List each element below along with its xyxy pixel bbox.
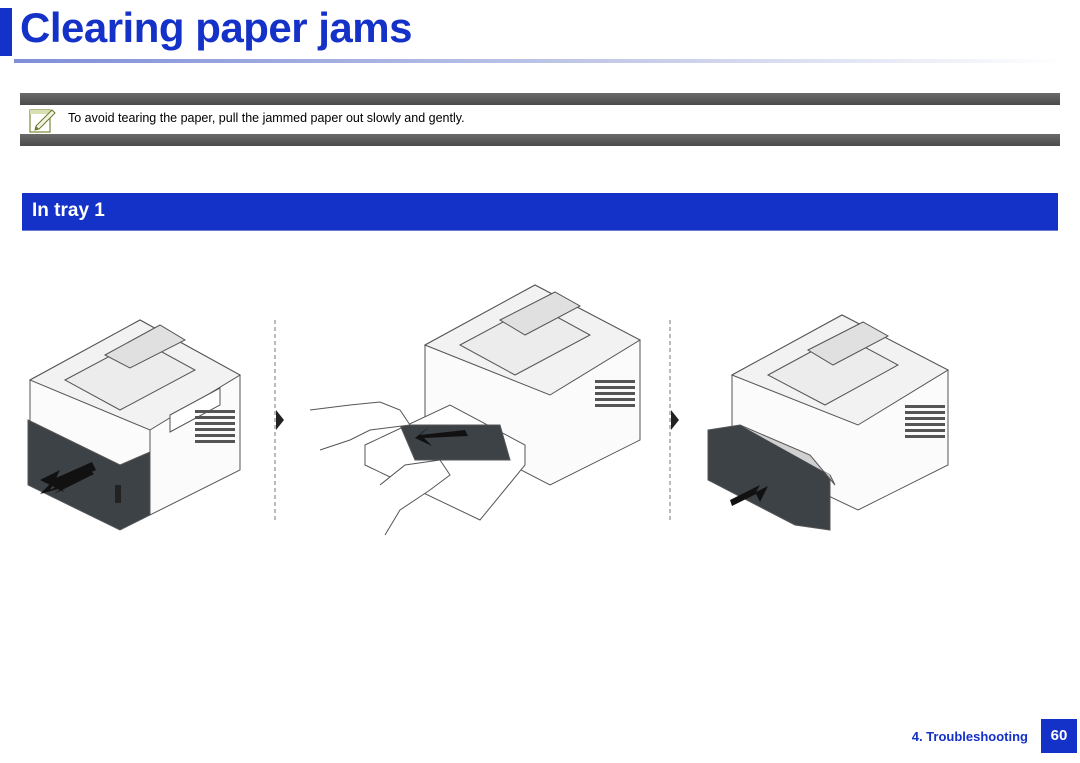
printer-tray-insert-illustration bbox=[707, 314, 950, 531]
title-underline bbox=[14, 59, 1064, 63]
pull-arrow-icon bbox=[40, 462, 96, 492]
note-box: To avoid tearing the paper, pull the jam… bbox=[20, 105, 1060, 134]
title-accent-bar bbox=[0, 8, 12, 56]
note-pencil-icon bbox=[29, 109, 56, 133]
step-arrow-icon bbox=[276, 410, 284, 430]
printer-tray-pull-out-illustration bbox=[27, 319, 241, 531]
procedure-illustrations bbox=[27, 284, 950, 536]
page-number: 60 bbox=[1041, 719, 1077, 753]
step-arrow-icon bbox=[671, 410, 679, 430]
page-title: Clearing paper jams bbox=[20, 4, 412, 51]
push-arrow-icon bbox=[730, 485, 768, 506]
note-top-rule bbox=[20, 93, 1060, 105]
pull-paper-arrow-icon bbox=[415, 426, 468, 446]
section-header: In tray 1 bbox=[22, 193, 1058, 231]
note-bottom-rule bbox=[20, 134, 1060, 146]
section-title: In tray 1 bbox=[32, 200, 105, 221]
note-text: To avoid tearing the paper, pull the jam… bbox=[68, 111, 465, 125]
footer-chapter: 4. Troubleshooting bbox=[911, 729, 1028, 744]
hands-remove-paper-illustration bbox=[309, 284, 642, 536]
